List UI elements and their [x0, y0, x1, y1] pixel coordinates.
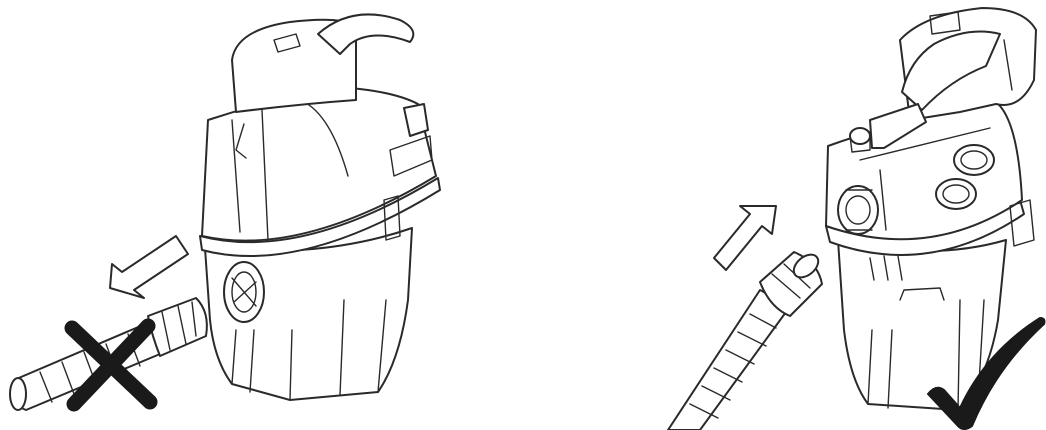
arrow-down-left-icon	[110, 236, 188, 298]
left-panel-incorrect	[10, 14, 440, 410]
right-panel-correct	[668, 8, 1045, 430]
arrow-up-right-icon	[714, 206, 776, 270]
hose-right	[668, 250, 823, 430]
vacuum-cleaner-left	[200, 14, 440, 400]
